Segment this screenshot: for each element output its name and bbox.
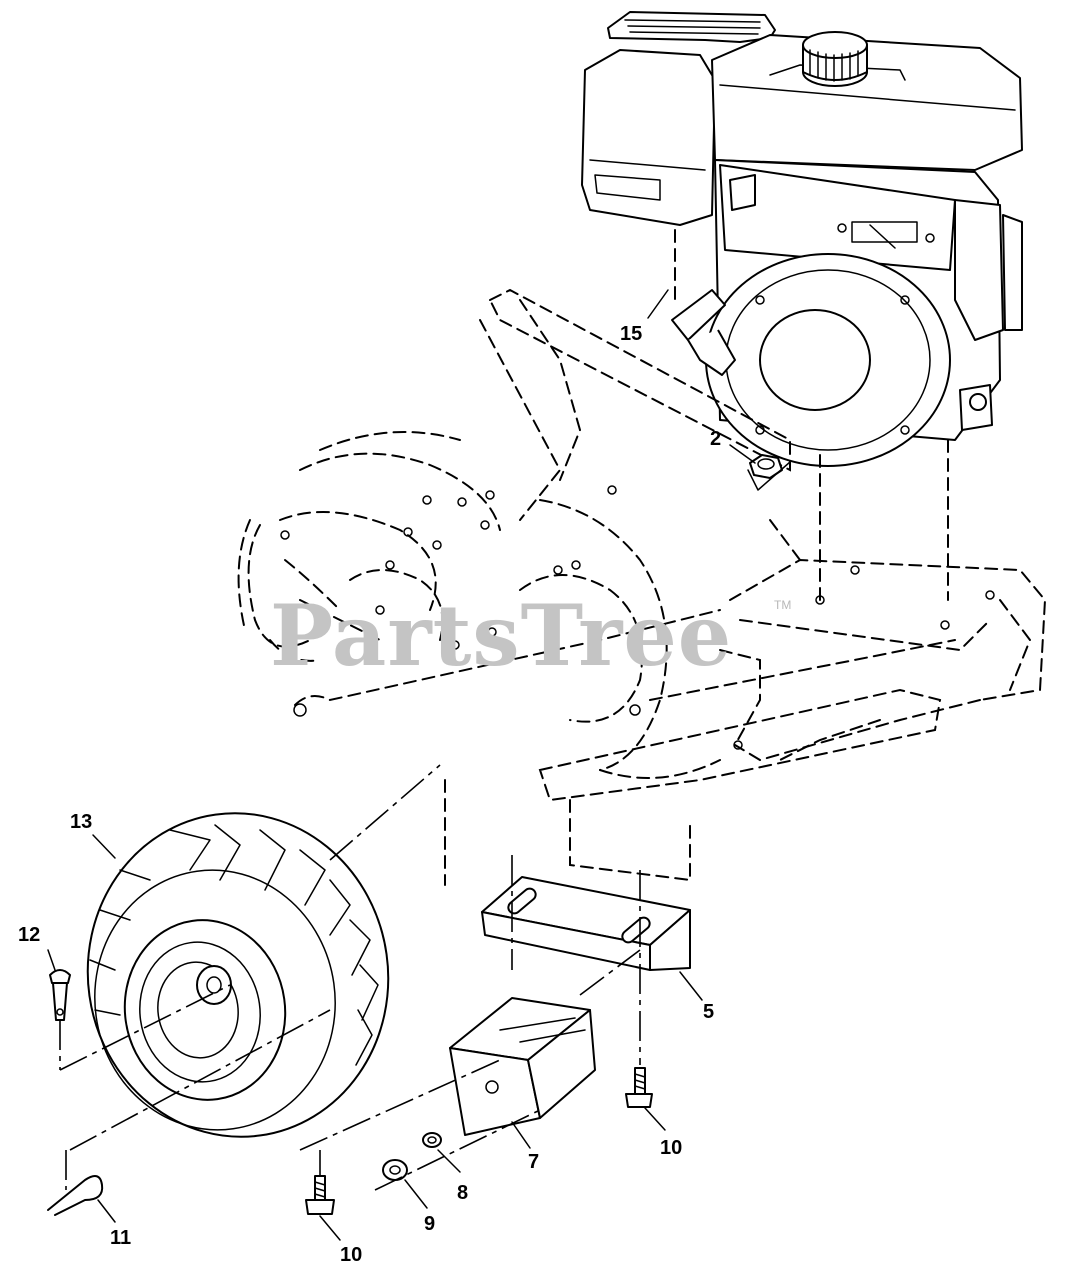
callout-5: 5 [703, 1001, 715, 1023]
callout-13: 13 [70, 811, 93, 833]
part-10-bolt-left [305, 1175, 335, 1215]
part-8-lock-washer [422, 1132, 442, 1148]
watermark-trademark: TM [774, 598, 792, 612]
callout-11: 11 [110, 1227, 132, 1249]
tiller-frame-reference [237, 288, 1047, 886]
callout-10-left: 10 [340, 1244, 363, 1266]
callout-8: 8 [457, 1182, 469, 1204]
callout-10-right: 10 [660, 1137, 683, 1159]
part-5-hitch-bracket [481, 876, 691, 971]
part-9-flat-washer [382, 1159, 408, 1181]
part-7-wheel-weight [449, 997, 596, 1136]
callout-7: 7 [528, 1151, 540, 1173]
partstree-watermark: PartsTree [270, 586, 733, 685]
callout-9: 9 [424, 1213, 436, 1235]
part-10-bolt-right [625, 1067, 653, 1108]
part-11-hairpin-clip [47, 1175, 104, 1216]
callout-2: 2 [710, 428, 722, 450]
frame-bolt-holes [280, 485, 995, 750]
callout-12: 12 [18, 924, 41, 946]
callout-15: 15 [620, 323, 643, 345]
part-2-flange-nut [747, 454, 791, 491]
engine [581, 11, 1023, 467]
leader-lines [47, 289, 756, 1241]
part-13-wheel-tire [86, 812, 390, 1138]
part-12-clevis-pin [49, 969, 71, 1021]
